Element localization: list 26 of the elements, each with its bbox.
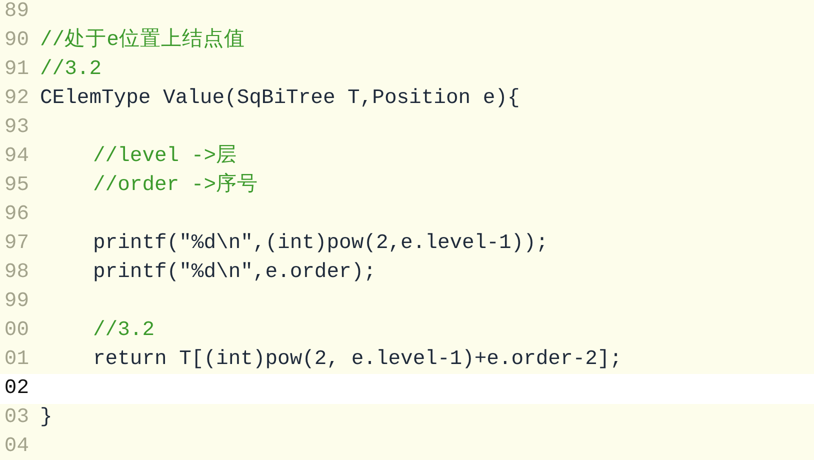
line-number: 95 <box>4 174 29 198</box>
code-comment: //3.2 <box>93 319 155 343</box>
line-number: 02 <box>4 377 29 401</box>
code-comment: //处于e位置上结点值 <box>40 29 245 53</box>
line-number: 01 <box>4 348 29 372</box>
line-number: 94 <box>4 145 29 169</box>
line-number: 97 <box>4 232 29 256</box>
line-number: 89 <box>4 0 29 24</box>
line-number: 03 <box>4 406 29 430</box>
code-line: printf("%d\n",e.order); <box>93 261 376 285</box>
code-line: } <box>40 406 52 430</box>
line-number: 99 <box>4 290 29 314</box>
line-number: 90 <box>4 29 29 53</box>
line-number: 91 <box>4 58 29 82</box>
code-comment: //order ->序号 <box>93 174 258 198</box>
line-number: 04 <box>4 435 29 459</box>
line-number: 92 <box>4 87 29 111</box>
code-comment: //3.2 <box>40 58 102 82</box>
line-number: 00 <box>4 319 29 343</box>
code-comment: //level ->层 <box>93 145 238 169</box>
line-number: 93 <box>4 116 29 140</box>
line-number: 98 <box>4 261 29 285</box>
code-line: return T[(int)pow(2, e.level-1)+e.order-2]; <box>93 348 622 372</box>
code-line: CElemType Value(SqBiTree T,Position e){ <box>40 87 520 111</box>
code-line: printf("%d\n",(int)pow(2,e.level-1)); <box>93 232 548 256</box>
line-number: 96 <box>4 203 29 227</box>
